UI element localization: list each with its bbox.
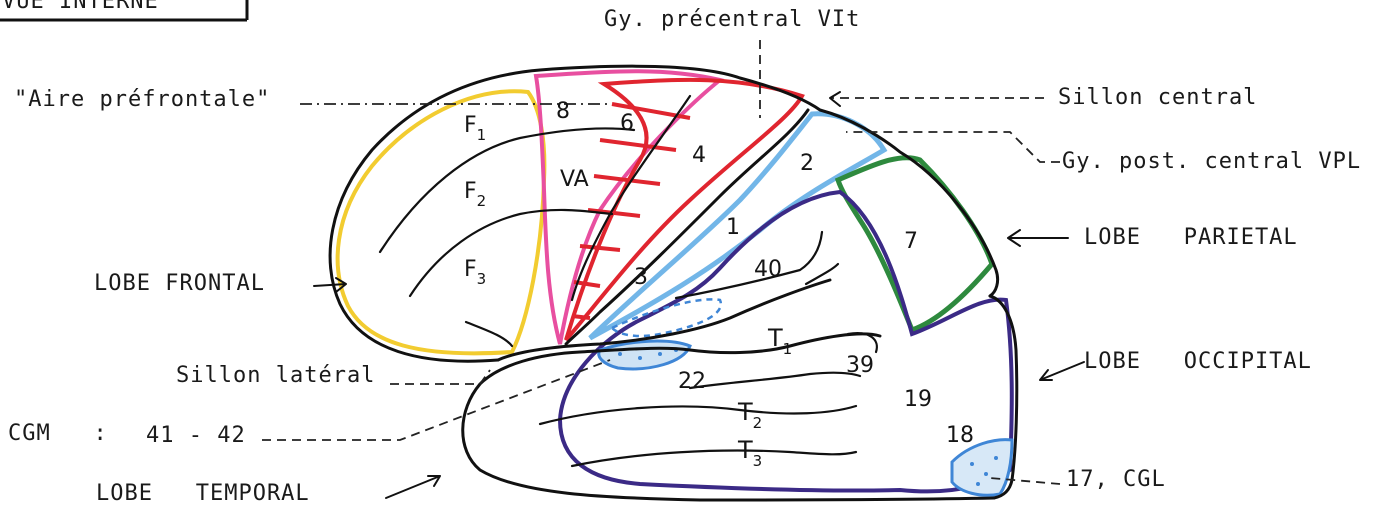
- label-sillon-lateral: Sillon latéral: [176, 363, 375, 388]
- label-area-17: 17, CGL: [1066, 467, 1166, 492]
- leader-sillon-lateral: [390, 370, 490, 384]
- temporal-lower-sulcus: [572, 451, 856, 466]
- superior-frontal-sulcus: [380, 128, 634, 252]
- prefrontal-region: [338, 91, 545, 353]
- label-lobe-frontal: LOBE FRONTAL: [94, 271, 265, 296]
- label-lobe-temporal: LOBE TEMPORAL: [96, 481, 310, 506]
- inferior-temporal-sulcus: [540, 406, 856, 424]
- area-f2: F2: [464, 179, 486, 210]
- area-f3: F3: [464, 257, 486, 288]
- area-4: 4: [692, 143, 706, 168]
- area-39: 39: [846, 353, 874, 378]
- label-lobe-parietal: LOBE PARIETAL: [1084, 225, 1298, 250]
- area-t2: T2: [737, 398, 762, 432]
- label-gyrus-postcentral: Gy. post. central VPL: [1062, 149, 1361, 174]
- area-19: 19: [904, 387, 932, 412]
- area-8: 8: [556, 99, 570, 124]
- area-22: 22: [678, 369, 706, 394]
- temporal-lobe-outline: [463, 334, 994, 500]
- header-title: VUE INTERNE: [2, 0, 159, 14]
- area-7: 7: [904, 229, 918, 254]
- area-2: 2: [800, 151, 814, 176]
- label-lobe-occipital: LOBE OCCIPITAL: [1084, 349, 1312, 374]
- area-f1: F1: [464, 113, 486, 144]
- area-40: 40: [754, 257, 782, 282]
- brain-outline-upper: [330, 66, 998, 361]
- area-t1: T1: [767, 324, 792, 358]
- label-cgm-areas: 41 - 42: [146, 423, 246, 448]
- label-aire-prefrontale: "Aire préfrontale": [14, 87, 270, 112]
- label-sillon-central: Sillon central: [1058, 85, 1257, 110]
- area-3: 3: [634, 265, 648, 290]
- label-cgm: CGM :: [8, 421, 108, 446]
- arrow-sillon-central: [830, 92, 840, 106]
- header-box: VUE INTERNE: [0, 0, 247, 20]
- arrow-parietal: [1008, 230, 1068, 246]
- area-1: 1: [726, 215, 740, 240]
- arrow-temporal: [386, 476, 440, 498]
- area-t3: T3: [737, 436, 762, 470]
- superior-temporal-sulcus: [690, 373, 860, 388]
- arrow-occipital: [1040, 362, 1084, 380]
- area-6: 6: [620, 111, 634, 136]
- area-18: 18: [946, 423, 974, 448]
- frontal-notch: [466, 322, 512, 346]
- area-va: VA: [560, 167, 589, 192]
- label-gyrus-precentral: Gy. précentral VIt: [604, 7, 860, 32]
